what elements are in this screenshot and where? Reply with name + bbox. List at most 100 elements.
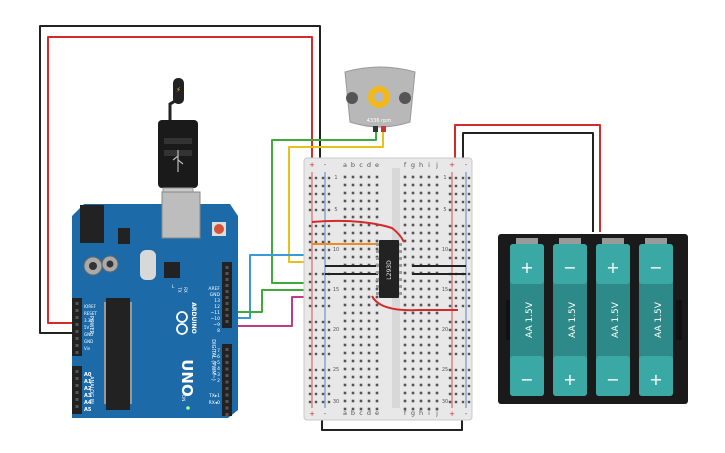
pin-label-gnd: GND bbox=[210, 292, 221, 298]
pin-label-rx0: RX◂0 bbox=[209, 400, 220, 406]
l-label: L bbox=[172, 284, 175, 289]
col-label-d-bottom: d bbox=[367, 409, 371, 417]
power-pin-labels: IOREF RESET 3.3V 5V GND GND Vin bbox=[84, 304, 97, 351]
col-label-g-bottom: g bbox=[411, 409, 415, 417]
reset-button[interactable] bbox=[214, 224, 224, 234]
col-label-a-bottom: a bbox=[343, 409, 347, 417]
pin-label-3: ~3 bbox=[213, 372, 220, 378]
wire-motor-green[interactable] bbox=[271, 128, 377, 284]
col-label-f: f bbox=[404, 161, 407, 169]
pin-label-ioref: IOREF bbox=[84, 304, 97, 309]
rail-minus-top-right: - bbox=[465, 161, 468, 169]
pin-label-7: 7 bbox=[217, 348, 220, 354]
row-label-25-right: 25 bbox=[442, 367, 448, 373]
breadboard-jumpers[interactable] bbox=[311, 219, 466, 312]
digital-pin-labels: AREF GND 13 12 ~11 ~10 ~9 8 7 ~6 ~5 4 ~3… bbox=[208, 286, 220, 406]
wire-pin11-blue[interactable] bbox=[230, 254, 350, 319]
col-label-h-bottom: h bbox=[419, 409, 423, 417]
cell-3-bottom-sign: − bbox=[606, 370, 619, 389]
col-label-j: j bbox=[435, 161, 438, 169]
wire-battery-red[interactable] bbox=[454, 124, 601, 232]
l293d-chip[interactable]: L293D bbox=[376, 240, 402, 298]
battery-pack[interactable]: +−AA 1.5V−+AA 1.5V+−AA 1.5V−+AA 1.5V bbox=[498, 234, 688, 404]
pin-label-gnd-2: GND bbox=[84, 339, 93, 344]
cell-1-label: AA 1.5V bbox=[525, 301, 535, 338]
pin-label-13: 13 bbox=[214, 298, 220, 304]
col-label-b-bottom: b bbox=[351, 409, 355, 417]
battery-cell-4: − + AA 1.5V bbox=[639, 238, 673, 396]
row-label-10: 10 bbox=[333, 247, 339, 253]
rx-label: RX bbox=[183, 287, 188, 293]
cell-4-bottom-sign: + bbox=[649, 370, 662, 389]
pin-label-12: 12 bbox=[214, 304, 220, 310]
cell-2-label: AA 1.5V bbox=[568, 301, 578, 338]
wire-arduino-gnd-black[interactable] bbox=[39, 25, 321, 334]
pin-label-vin: Vin bbox=[84, 346, 91, 351]
rail-plus-bottom-left: + bbox=[309, 410, 315, 418]
jumper-red-power bbox=[311, 219, 405, 243]
rail-plus-top-left: + bbox=[309, 161, 315, 169]
motor-rpm-label: 4336 rpm bbox=[367, 118, 392, 124]
chip-label: L293D bbox=[386, 260, 393, 280]
tx-label: TX bbox=[177, 286, 182, 292]
rail-polarity-labels: + - + - + - + - bbox=[309, 161, 468, 418]
pin-label-a4: A4 bbox=[84, 400, 92, 406]
breadboard-holes[interactable] bbox=[308, 175, 471, 411]
col-label-j-bottom: j bbox=[435, 409, 438, 417]
col-label-a: a bbox=[343, 161, 347, 169]
pin-label-aref: AREF bbox=[208, 286, 220, 292]
rail-minus-bottom-right: - bbox=[465, 410, 468, 418]
analog-label: ANALOG IN bbox=[88, 376, 94, 404]
col-label-h: h bbox=[419, 161, 423, 169]
pin-label-4: 4 bbox=[217, 366, 220, 372]
wire-arduino-5v-red[interactable] bbox=[47, 36, 313, 324]
row-label-15-right: 15 bbox=[442, 287, 448, 293]
cell-2-top-sign: − bbox=[563, 258, 576, 277]
pin-label-gnd-1: GND bbox=[84, 332, 93, 337]
pin-label-10: ~10 bbox=[211, 316, 221, 322]
lightning-icon: ⚡ bbox=[176, 86, 181, 94]
cell-2-bottom-sign: + bbox=[563, 370, 576, 389]
pin-label-a5: A5 bbox=[84, 407, 92, 413]
col-label-c-bottom: c bbox=[359, 409, 363, 417]
rail-plus-top-right: + bbox=[449, 161, 455, 169]
pin-label-2: 2 bbox=[217, 378, 220, 384]
col-label-b: b bbox=[351, 161, 355, 169]
col-label-f-bottom: f bbox=[404, 409, 407, 417]
row-label-5: 5 bbox=[334, 207, 337, 213]
pin-label-reset: RESET bbox=[84, 311, 97, 316]
infinity-logo bbox=[176, 311, 188, 335]
breadboard-row-labels: 1 5 10 15 20 25 30 1 5 10 15 20 25 30 bbox=[333, 175, 448, 405]
pin-label-11: ~11 bbox=[211, 310, 221, 316]
row-label-15: 15 bbox=[333, 287, 339, 293]
usb-cable[interactable]: ⚡ bbox=[158, 78, 198, 207]
row-label-30-right: 30 bbox=[442, 399, 448, 405]
col-label-e: e bbox=[375, 161, 379, 169]
row-label-30: 30 bbox=[333, 399, 339, 405]
cell-1-top-sign: + bbox=[520, 258, 533, 277]
pin-label-6: ~6 bbox=[213, 354, 220, 360]
power-label: POWER bbox=[88, 316, 94, 335]
cell-1-bottom-sign: − bbox=[520, 370, 533, 389]
arduino-uno-board[interactable]: ARDUINO UNO DIGITAL (PWM~) POWER ANALOG … bbox=[72, 191, 238, 418]
dc-motor[interactable]: 4336 rpm bbox=[344, 66, 416, 132]
cell-4-top-sign: − bbox=[649, 258, 662, 277]
row-label-5-right: 5 bbox=[443, 207, 446, 213]
cell-4-label: AA 1.5V bbox=[654, 301, 664, 338]
pin-label-a1: A1 bbox=[84, 379, 92, 385]
pin-label-5v: 5V bbox=[84, 325, 90, 330]
rail-minus-bottom-left: - bbox=[324, 410, 327, 418]
pin-label-9: ~9 bbox=[213, 322, 220, 328]
col-label-c: c bbox=[359, 161, 363, 169]
row-label-1: 1 bbox=[334, 175, 337, 181]
jumper-red-power-2 bbox=[371, 295, 458, 312]
wire-battery-black[interactable] bbox=[462, 132, 594, 232]
battery-cell-1: + − AA 1.5V bbox=[510, 238, 544, 396]
on-label: ON bbox=[180, 395, 186, 402]
pin-label-a3: A3 bbox=[84, 393, 92, 399]
col-label-i: i bbox=[428, 161, 430, 169]
row-label-25: 25 bbox=[333, 367, 339, 373]
pin-label-tx1: TX▸1 bbox=[208, 393, 220, 399]
arduino-model: UNO bbox=[178, 359, 196, 397]
